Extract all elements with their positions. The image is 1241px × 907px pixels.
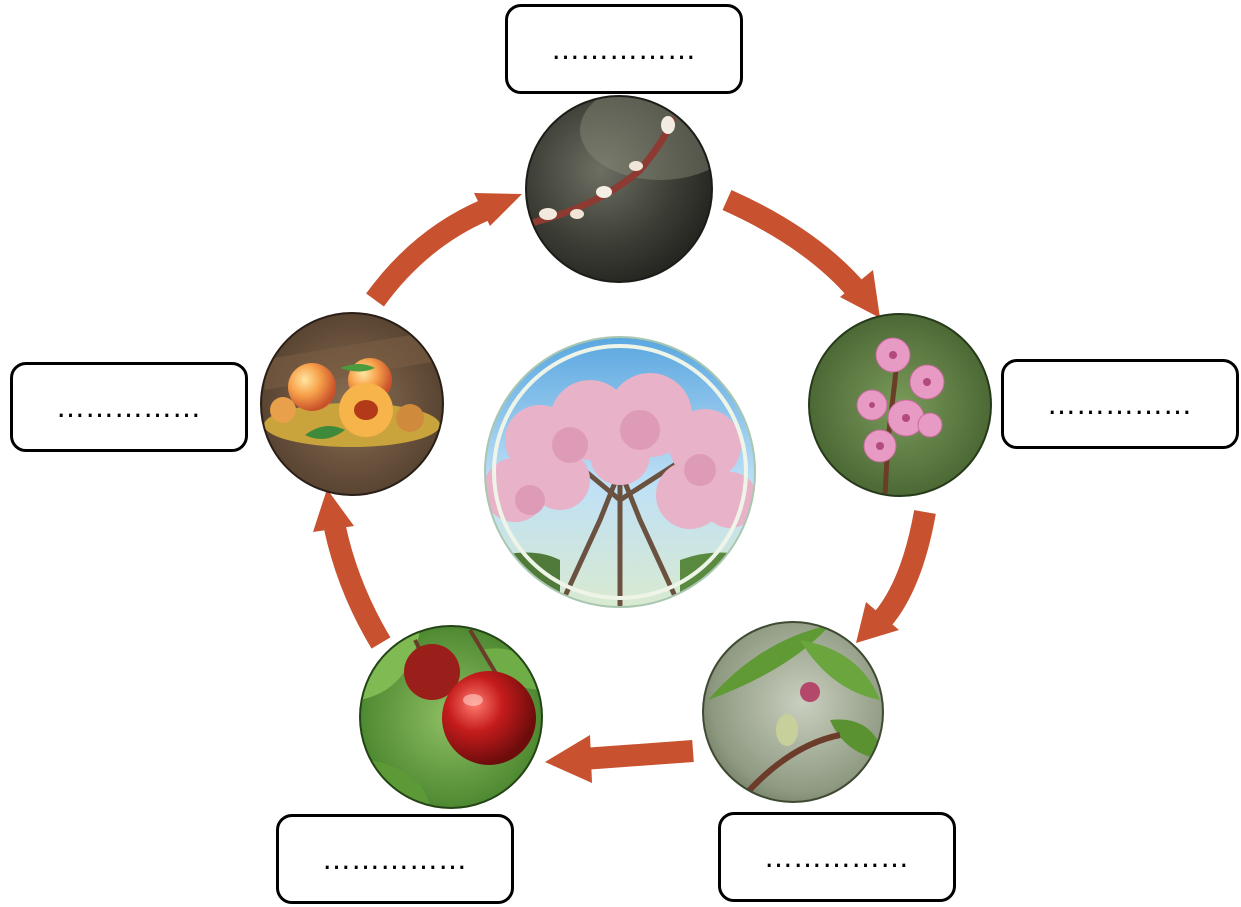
harvested-peaches-photo (260, 312, 444, 496)
stage-label-fruit[interactable]: …………… (276, 814, 514, 904)
arrow-fruit-to-harvest (313, 489, 391, 649)
cycle-arrows (313, 189, 936, 783)
bud-on-branch-photo (525, 95, 713, 283)
stage-label-flower[interactable]: …………… (1001, 359, 1239, 449)
stage-label-young-fruit[interactable]: …………… (718, 812, 956, 902)
arrow-bud-to-flower (722, 189, 880, 318)
stage-label-harvest[interactable]: …………… (10, 362, 248, 452)
young-fruit-photo (702, 621, 884, 803)
arrow-young-fruit-to-fruit (545, 735, 694, 783)
arrow-harvest-to-bud (366, 193, 522, 307)
peach-blossom-photo (808, 313, 992, 497)
ripe-fruit-on-branch-photo (359, 625, 543, 809)
blossoming-tree-photo (484, 336, 756, 608)
arrow-flower-to-young-fruit (856, 510, 936, 643)
stage-label-bud[interactable]: …………… (505, 4, 743, 94)
